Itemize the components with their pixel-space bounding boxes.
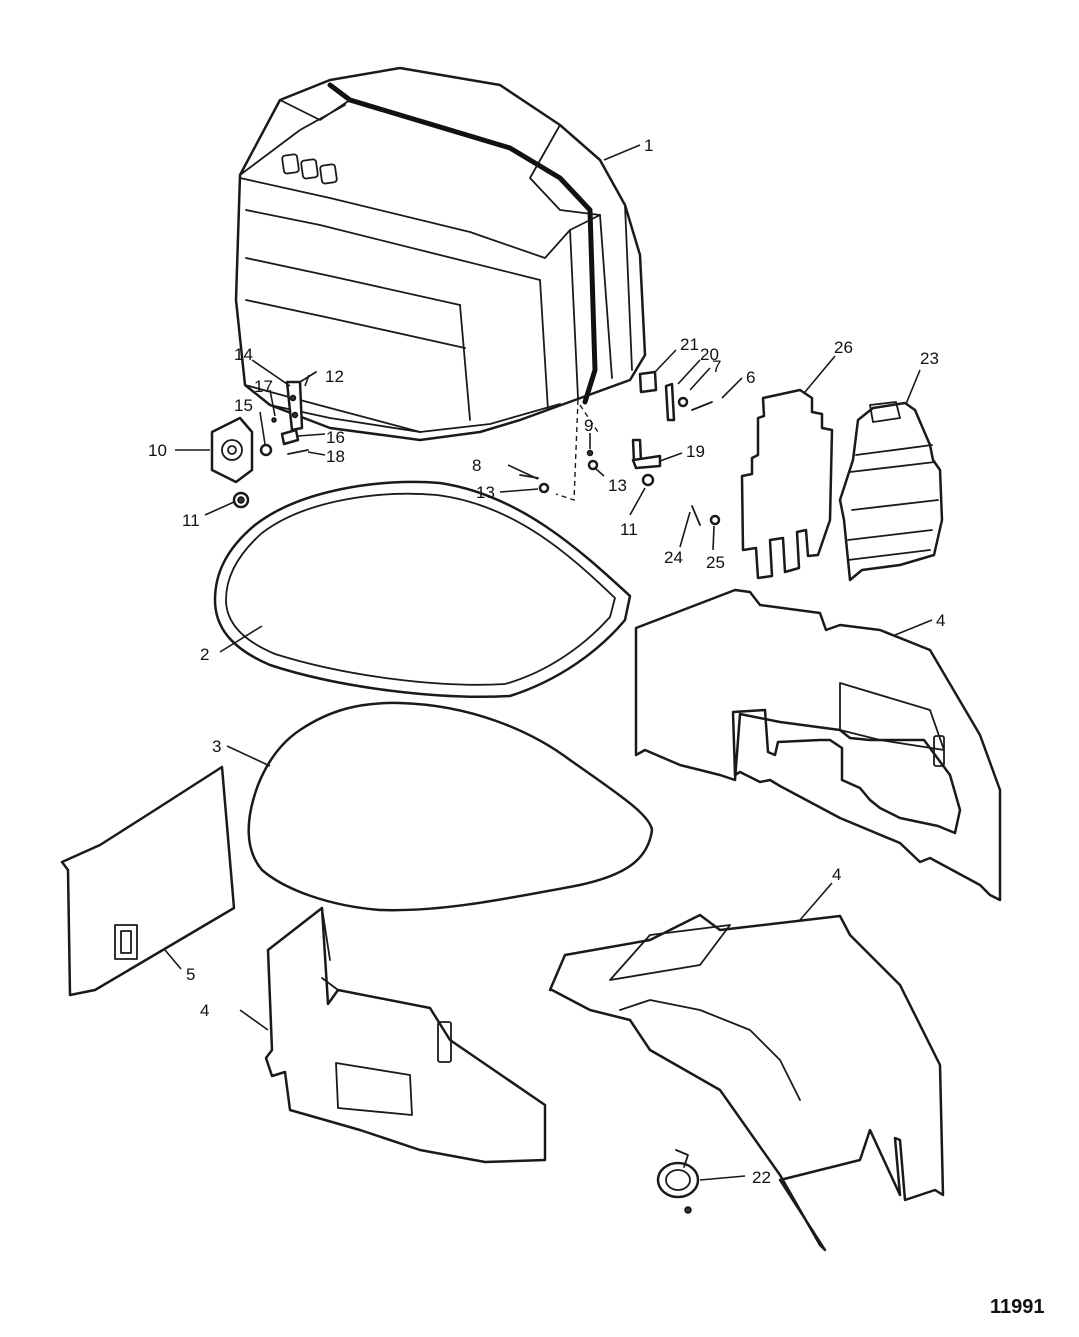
callout-11-left: 11 [182, 511, 200, 530]
callout-14: 14 [234, 345, 253, 364]
callout-10: 10 [148, 441, 167, 460]
callout-6: 6 [746, 368, 755, 387]
side-panel-4-right [634, 588, 1002, 902]
callout-13-left: 13 [476, 483, 495, 502]
side-panel-4-left [264, 906, 547, 1164]
callout-11-right: 11 [620, 520, 638, 539]
side-panel-5 [60, 765, 236, 997]
callout-24: 24 [664, 548, 683, 567]
callout-21: 21 [680, 335, 699, 354]
callout-13-right: 13 [608, 476, 627, 495]
callout-22: 22 [752, 1168, 771, 1187]
callout-26: 26 [834, 338, 853, 357]
callout-19: 19 [686, 442, 705, 461]
callout-8: 8 [472, 456, 481, 475]
callout-labels: 1 2 3 4 4 4 5 6 7 8 9 10 11 11 12 13 13 … [148, 136, 945, 1187]
side-panel-4-bottom [548, 913, 945, 1252]
small-hardware-15-18 [259, 417, 309, 457]
latch-assembly-10 [210, 416, 254, 509]
cover-panel-26 [740, 388, 834, 580]
callout-5: 5 [186, 965, 195, 984]
seal-2 [213, 480, 632, 699]
callout-25: 25 [706, 553, 725, 572]
air-intake-23 [838, 401, 944, 582]
callout-23: 23 [920, 349, 939, 368]
callout-9: 9 [584, 416, 593, 435]
callout-4-left: 4 [200, 1001, 209, 1020]
callout-16: 16 [326, 428, 345, 447]
callout-20: 20 [700, 345, 719, 364]
rear-hardware-6-9-19-21 [519, 370, 713, 501]
callout-7: 7 [712, 357, 721, 376]
callout-12: 12 [325, 367, 344, 386]
grommet-22 [656, 1149, 700, 1214]
callout-4-bottom: 4 [832, 865, 841, 884]
callout-leaders [164, 144, 933, 1181]
latch-bracket-12 [285, 371, 317, 432]
figure-reference-number: 11991 [990, 1296, 1045, 1318]
callout-1: 1 [644, 136, 653, 155]
cowl-vent-openings [281, 153, 338, 185]
callout-3: 3 [212, 737, 221, 756]
callout-17: 17 [254, 377, 273, 396]
callout-15: 15 [234, 396, 253, 415]
callout-2: 2 [200, 645, 209, 664]
top-cowl [234, 66, 647, 442]
insulation-panel-3 [247, 701, 654, 912]
callout-4-right: 4 [936, 611, 945, 630]
callout-18: 18 [326, 447, 345, 466]
screw-24-washer-25 [691, 505, 721, 526]
